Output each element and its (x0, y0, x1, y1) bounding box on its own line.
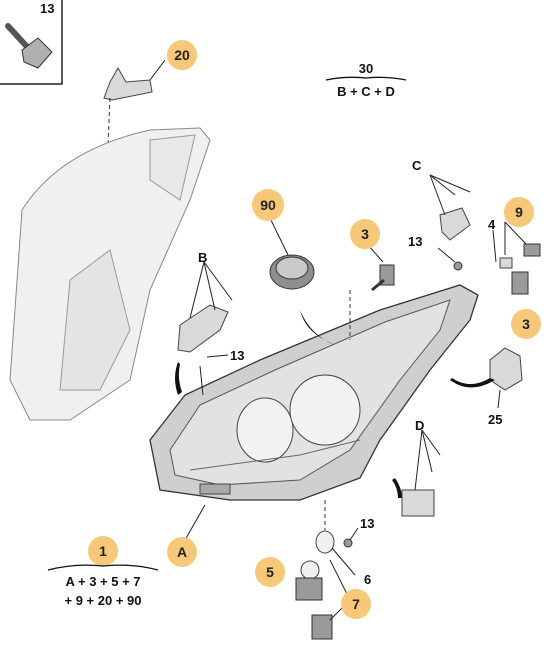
formula-30-text: B + C + D (337, 84, 395, 99)
badge-1: 1 (88, 536, 118, 566)
label-13-left: 13 (230, 348, 244, 363)
badge-5-label: 5 (266, 564, 274, 580)
badge-7: 7 (341, 589, 371, 619)
badge-7-label: 7 (352, 596, 360, 612)
screw-part-13-bottom (343, 538, 353, 548)
badge-A-label: A (177, 544, 187, 560)
actuator-part-25 (489, 347, 523, 391)
badge-90-label: 90 (260, 197, 276, 213)
label-25: 25 (488, 412, 502, 427)
formula-30-number: 30 (359, 61, 373, 76)
label-B: B (198, 250, 207, 265)
clip-part-20 (103, 66, 153, 101)
formula-1: A + 3 + 5 + 7 + 9 + 20 + 90 (47, 564, 159, 608)
cover-cap-90 (269, 254, 315, 290)
bulb-part-7 (311, 614, 333, 640)
label-6: 6 (364, 572, 371, 587)
badge-3-right-label: 3 (522, 316, 530, 332)
badge-3-top: 3 (350, 219, 380, 249)
label-13-mid: 13 (408, 234, 422, 249)
badge-20: 20 (167, 40, 197, 70)
badge-20-label: 20 (174, 47, 190, 63)
badge-9: 9 (504, 197, 534, 227)
headlamp-assembly-A (149, 284, 479, 501)
screw-icon (5, 23, 53, 69)
rotation-arrow-icon (175, 310, 495, 498)
badge-5: 5 (255, 557, 285, 587)
formula-1-line2: + 9 + 20 + 90 (65, 593, 142, 608)
inset-screw-13: 13 (0, 0, 63, 85)
bracket-part-B (177, 304, 229, 353)
label-13-bottom: 13 (360, 516, 374, 531)
badge-3-right: 3 (511, 309, 541, 339)
bulb-part-6 (315, 500, 335, 554)
label-4: 4 (488, 217, 496, 232)
badge-1-label: 1 (99, 543, 107, 559)
badge-9-label: 9 (515, 204, 523, 220)
bulb-part-9 (499, 243, 541, 269)
connector-part-D (401, 489, 435, 517)
label-D: D (415, 418, 424, 433)
badge-A: A (167, 537, 197, 567)
headlamp-rear-housing (9, 127, 211, 421)
inset-label: 13 (40, 1, 54, 16)
label-C: C (412, 158, 422, 173)
bulb-part-3-right (511, 271, 529, 295)
formula-30: 30 B + C + D (325, 61, 407, 99)
screw-part-13-mid (453, 261, 463, 271)
bulb-part-5 (295, 560, 323, 601)
bracket-part-C (439, 207, 471, 241)
badge-3-top-label: 3 (361, 226, 369, 242)
bulb-part-3-top (371, 264, 395, 292)
badge-90: 90 (252, 189, 284, 221)
formula-1-line1: A + 3 + 5 + 7 (65, 574, 140, 589)
